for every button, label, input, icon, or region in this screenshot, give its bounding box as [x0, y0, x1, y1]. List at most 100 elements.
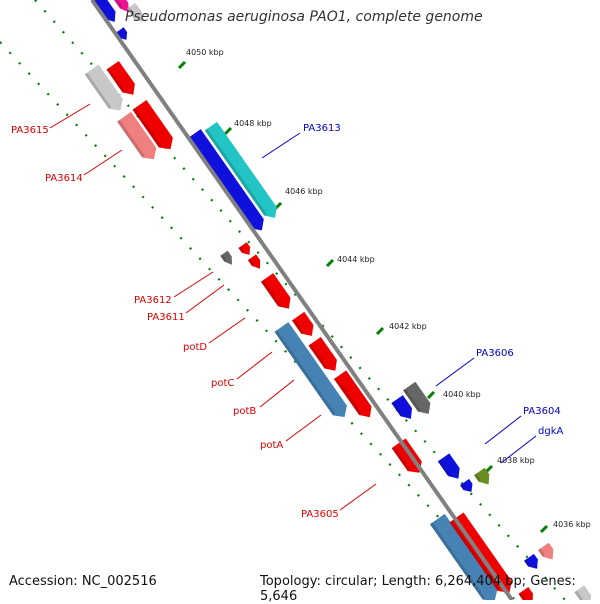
- gene-magenta-top-shade: [113, 0, 123, 9]
- gene-blue-top-body: [89, 0, 116, 22]
- label-leader-line: [83, 149, 123, 176]
- gene-labels: PA3615PA3614PA3613PA3612PA3611potDpotCpo…: [11, 103, 563, 520]
- label-leader-line: [208, 317, 246, 344]
- gene-blue-bottom-body: [524, 553, 538, 569]
- gene-blue-pa3604-shade: [437, 459, 451, 477]
- gene-red-pa3614: [132, 100, 173, 150]
- tick-track: [0, 41, 516, 601]
- label-leader-line: [261, 132, 301, 159]
- gene-label: potA: [260, 440, 283, 451]
- scale-label: 4046 kbp: [285, 187, 323, 196]
- gene-red-edge-shade: [518, 592, 526, 601]
- gene-lightgray-pa3615: [84, 64, 123, 111]
- gene-red-potc: [291, 311, 314, 336]
- scale-label: 4036 kbp: [553, 520, 591, 529]
- gene-blue-small-pa3604-body: [460, 478, 473, 492]
- gene-label: PA3613: [303, 123, 341, 134]
- gene-red-small-2: [247, 254, 261, 269]
- gene-red-pa3605-shade: [391, 446, 411, 472]
- gene-lightgray-edge-shade: [574, 590, 584, 603]
- gene-lightgray-pa3615-body: [84, 64, 123, 111]
- label-leader-line: [236, 351, 273, 380]
- gene-red-potc-shade: [291, 318, 304, 334]
- gene-lightgray-top: [127, 2, 143, 23]
- gene-gray-pa3606-body: [403, 381, 431, 414]
- label-leader-line: [185, 284, 225, 314]
- gene-red-pa3605: [391, 438, 422, 473]
- scale-label: 4042 kbp: [389, 322, 427, 331]
- gene-gray-pa3612-shade: [220, 254, 227, 262]
- gene-pink-pa3614-shade: [117, 119, 145, 158]
- gene-blue-pa3606-body: [391, 395, 413, 419]
- gene-magenta-top: [113, 0, 129, 13]
- gene-label: PA3615: [11, 125, 49, 136]
- scale-label: 4048 kbp: [234, 119, 272, 128]
- major-tick: [539, 524, 549, 534]
- gene-red-pota: [333, 370, 372, 418]
- gene-red-pa3614-body: [132, 100, 173, 150]
- gene-red-potb-shade: [308, 343, 328, 369]
- gene-label: PA3611: [147, 312, 185, 323]
- gene-pink-pa3614: [117, 111, 157, 160]
- gene-red-edge: [518, 587, 533, 604]
- gene-blue-pa3604: [437, 453, 460, 479]
- scale-label: 4050 kbp: [186, 48, 224, 57]
- gene-red-pa3615-body: [106, 60, 135, 95]
- gene-red-potc-body: [291, 311, 314, 336]
- gene-red-potd: [260, 273, 291, 309]
- genome-backbone: [90, 0, 514, 602]
- gene-steel-pota-body: [274, 322, 347, 418]
- gene-blue-bottom: [524, 553, 538, 569]
- gene-steel-pota-shade: [274, 330, 336, 416]
- gene-olive-dgka: [474, 467, 490, 485]
- label-leader-line: [484, 415, 522, 445]
- major-tick: [375, 326, 385, 336]
- gene-steel-bottom: [429, 513, 498, 601]
- label-leader-line: [173, 271, 214, 298]
- gene-pink-pa3614-body: [117, 111, 157, 160]
- gene-red-pa3615-shade: [106, 67, 126, 93]
- gene-blue-bottom-shade: [524, 558, 531, 567]
- gene-red-pa3605-body: [391, 438, 422, 473]
- gene-steel-bottom-body: [429, 513, 498, 601]
- major-tick: [223, 126, 233, 136]
- gene-label: potC: [211, 378, 234, 389]
- gene-magenta-top-body: [113, 0, 129, 13]
- gene-blue-pa3613-body: [187, 129, 264, 231]
- gene-gray-pa3606-shade: [403, 388, 421, 412]
- gene-label: PA3612: [134, 295, 172, 306]
- major-tick: [325, 258, 335, 268]
- gene-blue-pa3604-body: [437, 453, 460, 479]
- gene-red-pota-shade: [333, 377, 362, 416]
- label-leader-line: [49, 103, 91, 129]
- gene-red-pa3615: [106, 60, 135, 95]
- label-leader-line: [285, 414, 322, 442]
- gene-red-potb-body: [308, 336, 337, 371]
- gene-blue-small-pa3604: [460, 478, 473, 492]
- gene-pink-bottom-body: [538, 542, 554, 560]
- gene-pink-bottom-shade: [538, 548, 546, 557]
- gene-red-potb: [308, 336, 337, 371]
- label-leader-line: [339, 483, 377, 511]
- label-leader-line: [435, 357, 475, 387]
- gene-label: PA3604: [523, 406, 561, 417]
- gene-red-small-1-shade: [238, 246, 245, 253]
- gene-pink-bottom: [538, 542, 554, 560]
- gene-label: potB: [233, 406, 256, 417]
- gene-red-small-1-body: [238, 242, 251, 255]
- gene-label: PA3605: [301, 509, 339, 520]
- gene-red-bottom-shade: [449, 520, 501, 592]
- gene-lightgray-pa3615-shade: [84, 72, 112, 109]
- gene-red-pa3614-shade: [132, 108, 162, 148]
- gene-red-small-2-body: [247, 254, 261, 269]
- gene-cyan-pa3613-shade: [204, 128, 267, 216]
- gene-red-small-2-shade: [247, 258, 255, 266]
- major-tick: [426, 390, 436, 400]
- major-tick: [177, 60, 187, 70]
- gene-label: dgkA: [538, 426, 563, 437]
- gene-steel-pota: [274, 322, 347, 418]
- gene-red-small-1: [238, 242, 251, 255]
- gene-red-potd-shade: [260, 280, 281, 307]
